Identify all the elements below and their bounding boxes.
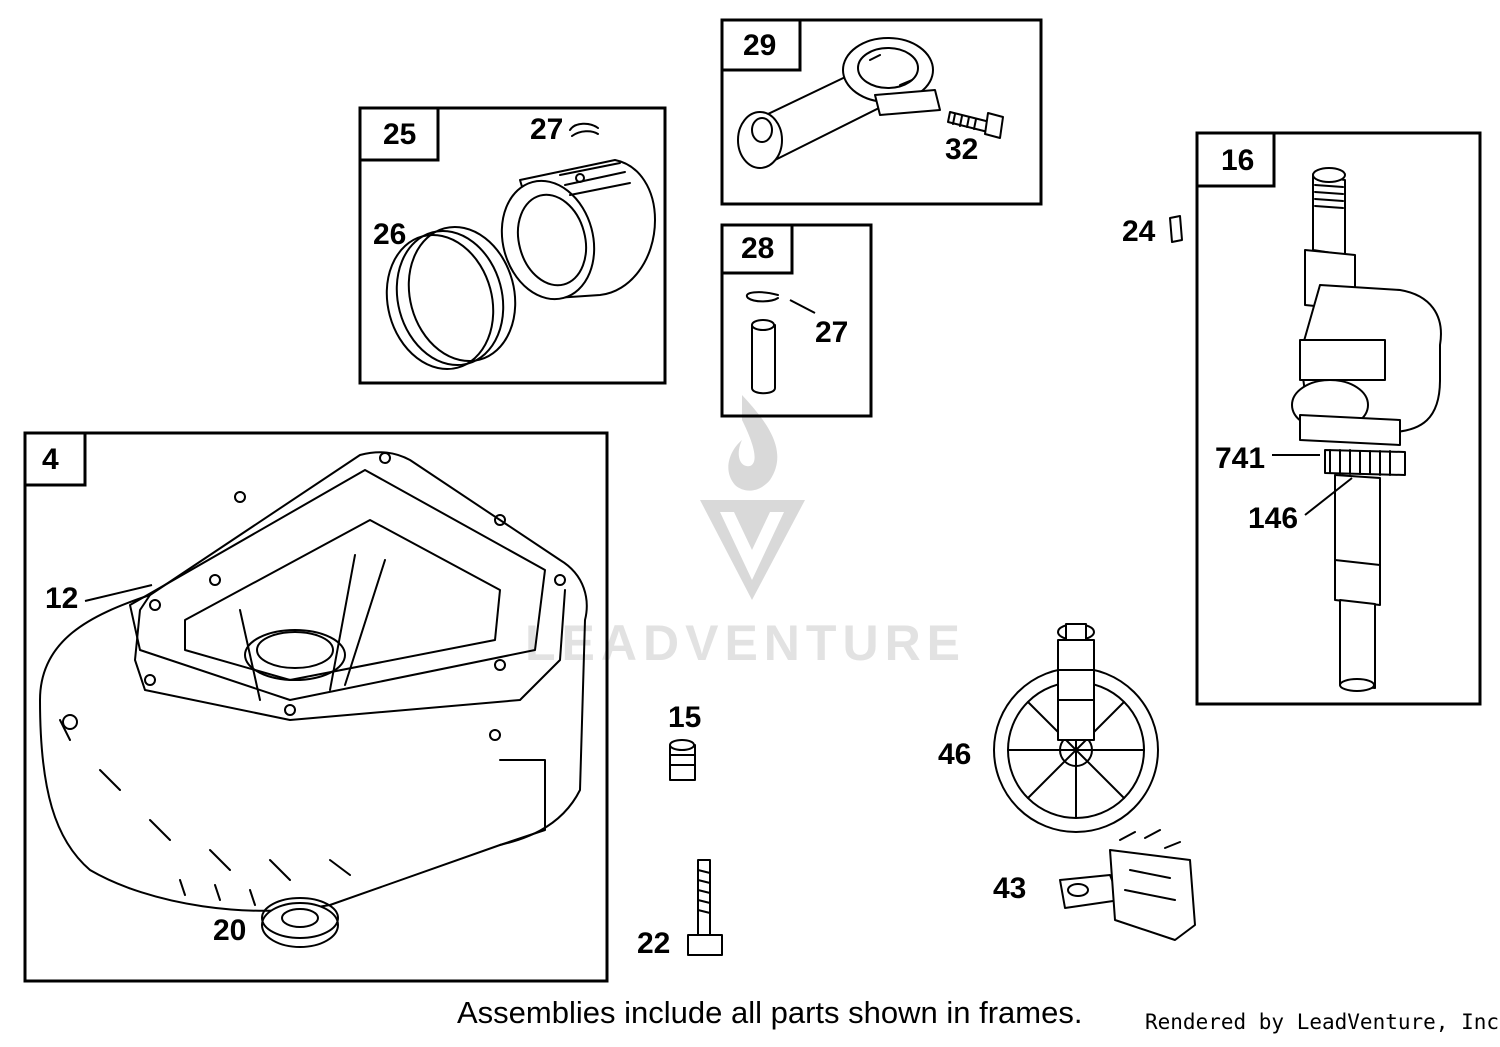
assembly-4[interactable]: 4 12 20 xyxy=(23,431,609,983)
watermark-text: LEADVENTURE xyxy=(525,615,966,671)
callout-43: 43 xyxy=(993,872,1026,905)
assembly-28-tag-label: 28 xyxy=(741,232,774,265)
assembly-28-frame xyxy=(720,223,873,418)
assembly-16-tag-label: 16 xyxy=(1221,144,1254,177)
assembly-29-tag xyxy=(720,18,802,72)
watermark: LEADVENTURE xyxy=(525,395,966,671)
callout-22: 22 xyxy=(637,927,670,960)
assembly-4-tag xyxy=(23,431,87,487)
crankshaft-drawing xyxy=(1291,167,1442,692)
callout-24: 24 xyxy=(1122,215,1156,248)
assembly-16-frame xyxy=(1195,131,1482,706)
assembly-29-frame xyxy=(720,18,1043,206)
connecting-rod-drawing xyxy=(737,37,941,169)
assembly-4-frame xyxy=(23,431,609,983)
part-24[interactable]: 24 xyxy=(1122,215,1183,248)
part-46[interactable]: 46 xyxy=(938,623,1159,833)
callout-26: 26 xyxy=(373,218,406,251)
piston-pin-drawing xyxy=(745,291,779,395)
piston-drawing xyxy=(500,122,656,301)
leader-27 xyxy=(789,299,816,314)
crankcase-cover-drawing xyxy=(39,451,588,912)
assembly-28-tag xyxy=(720,223,794,275)
piston-rings-drawing xyxy=(385,225,517,371)
assembly-4-tag-label: 4 xyxy=(42,443,59,476)
callout-32: 32 xyxy=(945,133,978,166)
assembly-29-tag-label: 29 xyxy=(743,29,776,62)
assemblies-note: Assemblies include all parts shown in fr… xyxy=(457,995,1083,1030)
assembly-25-tag-label: 25 xyxy=(383,118,416,151)
credit-text: Rendered by LeadVenture, Inc. xyxy=(1145,1010,1500,1034)
callout-741: 741 xyxy=(1215,442,1265,475)
callout-146: 146 xyxy=(1248,502,1298,535)
callout-12: 12 xyxy=(45,582,78,615)
key-drawing xyxy=(1169,215,1183,243)
part-15[interactable]: 15 xyxy=(668,701,701,781)
leadventure-flame-logo xyxy=(700,395,805,600)
part-22[interactable]: 22 xyxy=(637,859,723,960)
leader-12 xyxy=(84,584,153,602)
assembly-16-tag xyxy=(1195,131,1276,188)
oil-seal-drawing xyxy=(261,897,339,948)
rod-bolt-drawing xyxy=(947,111,1004,139)
assembly-25-frame xyxy=(358,106,667,385)
assembly-16[interactable]: 16 741 146 xyxy=(1195,131,1482,706)
governor-drawing xyxy=(1059,829,1196,941)
callout-20: 20 xyxy=(213,914,246,947)
callout-27-pin: 27 xyxy=(815,316,848,349)
assembly-29[interactable]: 29 32 xyxy=(720,18,1043,206)
part-43[interactable]: 43 xyxy=(993,829,1196,941)
callout-46: 46 xyxy=(938,738,971,771)
callout-27-piston: 27 xyxy=(530,113,563,146)
assembly-25-tag xyxy=(358,106,440,162)
drain-plug-drawing xyxy=(669,739,696,781)
callout-15: 15 xyxy=(668,701,701,734)
camshaft-drawing xyxy=(993,623,1159,833)
assembly-25[interactable]: 25 27 26 xyxy=(358,106,667,385)
bolt-drawing xyxy=(687,859,723,956)
leader-146 xyxy=(1304,477,1353,516)
assembly-28[interactable]: 28 27 xyxy=(720,223,873,418)
